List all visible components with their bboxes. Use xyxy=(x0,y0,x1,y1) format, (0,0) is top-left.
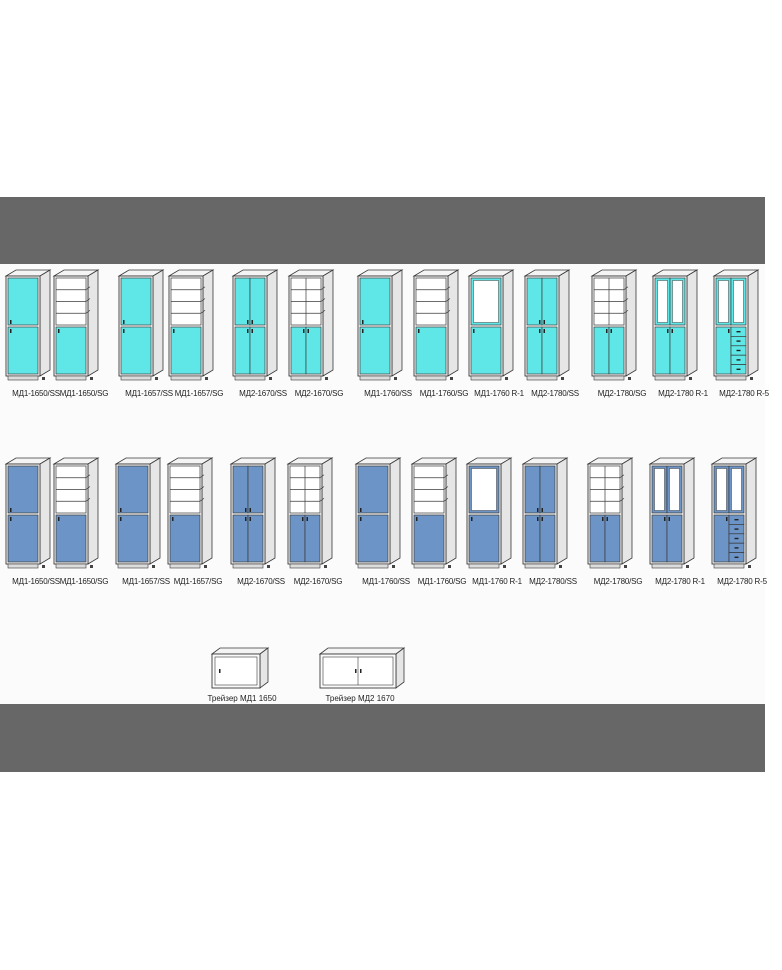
cabinet-label: МД1-1650/SS xyxy=(12,577,60,586)
cabinet-label: МД2-1670/SG xyxy=(293,577,343,586)
cabinet-label: МД2-1780 R-1 xyxy=(658,389,708,398)
cabinet-label: МД1-1760/SG xyxy=(417,577,467,586)
cabinet-label: МД1-1657/SG xyxy=(174,389,224,398)
blue-cabinet: МД2-1780/SG xyxy=(586,452,650,602)
cabinet-drawing xyxy=(4,457,52,569)
cyan-cabinet: МД2-1780 R-5 xyxy=(712,264,776,414)
cabinet-drawing xyxy=(287,269,335,381)
cabinet-label: МД2-1780/SS xyxy=(529,577,577,586)
blue-cabinet: МД1-1760 R-1 xyxy=(465,452,529,602)
blue-cabinet: МД1-1760/SG xyxy=(410,452,474,602)
cabinet-drawing xyxy=(114,457,162,569)
cyan-cabinet: МД1-1650/SS xyxy=(4,264,68,414)
blue-cabinet: МД1-1650/SG xyxy=(52,452,116,602)
cyan-cabinet: МД2-1670/SS xyxy=(231,264,295,414)
blue-cabinet: МД1-1657/SS xyxy=(114,452,178,602)
cabinet-label: МД1-1650/SS xyxy=(12,389,60,398)
cabinet-label: МД1-1657/SS xyxy=(122,577,170,586)
cabinet-label: МД1-1760 R-1 xyxy=(472,577,522,586)
blue-cabinet: МД2-1780 R-5 xyxy=(710,452,774,602)
cabinet-drawing xyxy=(166,457,214,569)
cabinet-drawing xyxy=(229,457,277,569)
cabinet-drawing xyxy=(167,269,215,381)
cyan-cabinet: МД1-1657/SS xyxy=(117,264,181,414)
cabinet-label: МД2-1670/SS xyxy=(237,577,285,586)
cabinet-drawing xyxy=(52,457,100,569)
cabinet-drawing xyxy=(465,457,513,569)
cyan-cabinet: МД2-1780 R-1 xyxy=(651,264,715,414)
cabinet-drawing xyxy=(590,269,638,381)
cyan-cabinet: МД1-1760 R-1 xyxy=(467,264,531,414)
cabinet-label: МД2-1670/SS xyxy=(239,389,287,398)
cabinet-drawing xyxy=(710,457,758,569)
cabinet-label: МД1-1657/SS xyxy=(125,389,173,398)
cyan-cabinet: МД2-1670/SG xyxy=(287,264,351,414)
cabinet-label: МД2-1780/SG xyxy=(593,577,643,586)
blue-cabinet: МД2-1670/SG xyxy=(286,452,350,602)
cabinet-drawing xyxy=(651,269,699,381)
bottom-gray-band xyxy=(0,704,765,772)
blue-cabinet: МД2-1670/SS xyxy=(229,452,293,602)
cabinet-drawing xyxy=(712,269,760,381)
cabinet-drawing xyxy=(4,269,52,381)
cabinet-drawing xyxy=(286,457,334,569)
cabinet-drawing xyxy=(356,269,404,381)
cabinet-label: МД1-1650/SG xyxy=(59,577,109,586)
cabinet-label: МД2-1670/SG xyxy=(294,389,344,398)
treyzer-label: Трейзер МД1 1650 xyxy=(207,694,277,703)
blue-cabinet: МД2-1780 R-1 xyxy=(648,452,712,602)
cabinet-drawing xyxy=(648,457,696,569)
cabinet-label: МД2-1780 R-5 xyxy=(719,389,769,398)
cabinet-drawing xyxy=(410,457,458,569)
cabinet-label: МД2-1780 R-5 xyxy=(717,577,767,586)
cabinet-label: МД1-1760 R-1 xyxy=(474,389,524,398)
cabinet-label: МД2-1780/SS xyxy=(531,389,579,398)
cabinet-drawing xyxy=(467,269,515,381)
cabinet-label: МД2-1780 R-1 xyxy=(655,577,705,586)
cyan-cabinet: МД1-1760/SS xyxy=(356,264,420,414)
cabinet-label: МД1-1657/SG xyxy=(173,577,223,586)
cyan-cabinet: МД1-1657/SG xyxy=(167,264,231,414)
top-gray-band xyxy=(0,197,765,264)
cyan-cabinet: МД2-1780/SS xyxy=(523,264,587,414)
cabinet-drawing xyxy=(231,269,279,381)
cabinet-drawing xyxy=(521,457,569,569)
treyzer-drawing xyxy=(210,647,270,689)
cyan-cabinet: МД1-1650/SG xyxy=(52,264,116,414)
treyzer-drawing xyxy=(318,647,406,689)
cabinet-label: МД1-1760/SG xyxy=(419,389,469,398)
cyan-cabinet: МД2-1780/SG xyxy=(590,264,654,414)
cabinet-drawing xyxy=(354,457,402,569)
cabinet-drawing xyxy=(412,269,460,381)
blue-cabinet: МД1-1650/SS xyxy=(4,452,68,602)
treyzer-label: Трейзер МД2 1670 xyxy=(325,694,395,703)
blue-cabinet: МД1-1657/SG xyxy=(166,452,230,602)
cabinet-label: МД1-1760/SS xyxy=(362,577,410,586)
cabinet-drawing xyxy=(586,457,634,569)
cyan-cabinet: МД1-1760/SG xyxy=(412,264,476,414)
blue-cabinet: МД2-1780/SS xyxy=(521,452,585,602)
cabinet-drawing xyxy=(523,269,571,381)
cabinet-label: МД1-1650/SG xyxy=(59,389,109,398)
cabinet-drawing xyxy=(117,269,165,381)
cabinet-label: МД1-1760/SS xyxy=(364,389,412,398)
cabinet-drawing xyxy=(52,269,100,381)
blue-cabinet: МД1-1760/SS xyxy=(354,452,418,602)
cabinet-label: МД2-1780/SG xyxy=(597,389,647,398)
